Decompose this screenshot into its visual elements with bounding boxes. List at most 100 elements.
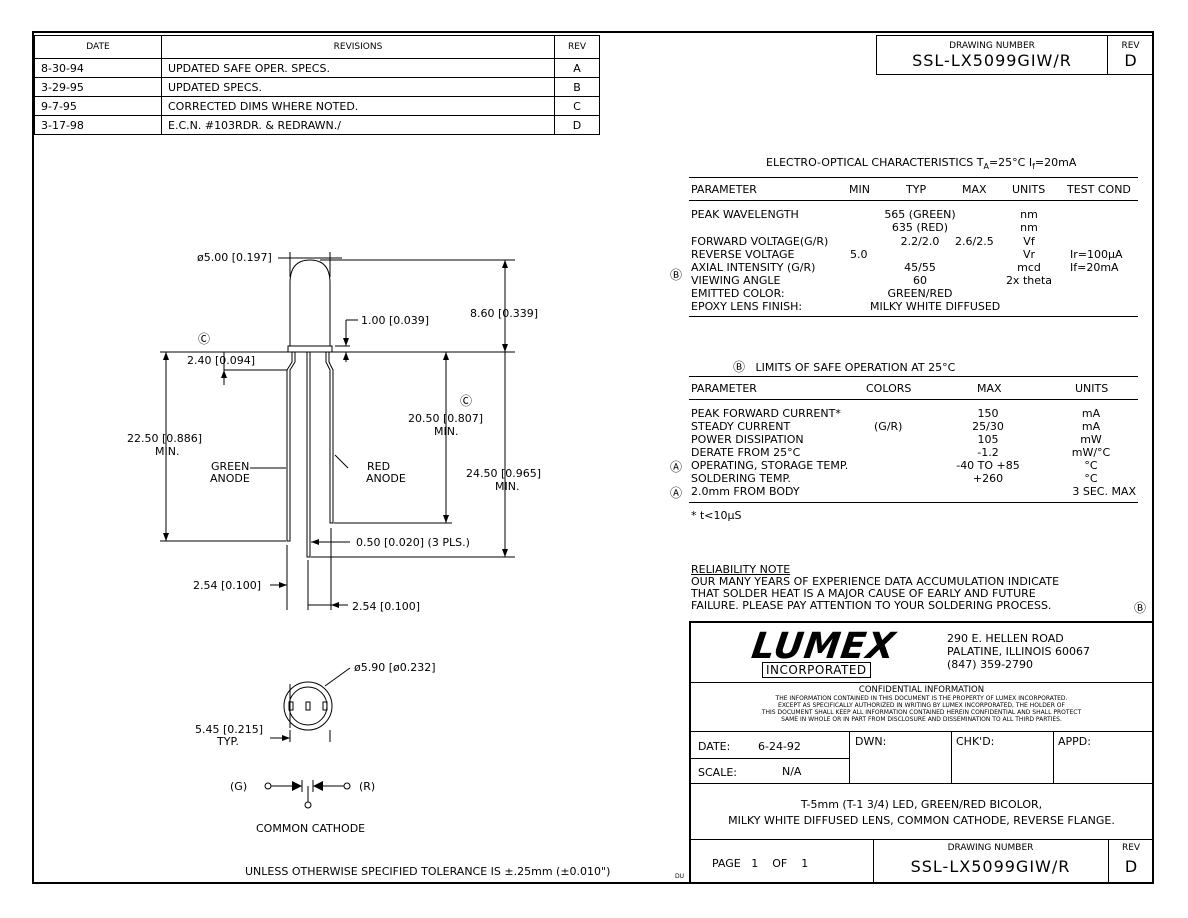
table-row: 9-7-95 CORRECTED DIMS WHERE NOTED. C <box>34 96 600 116</box>
dim-flat-typ: TYP. <box>217 735 239 748</box>
limits-h-param: PARAMETER <box>691 382 757 395</box>
schem-diode-g <box>292 781 302 791</box>
dim-flange: 1.00 [0.039] <box>361 314 430 327</box>
eo-cell-units: 2x theta <box>1005 274 1053 287</box>
titleblock-rule <box>951 731 952 783</box>
rev-date: 3-17-98 <box>34 115 162 135</box>
eo-cell-units: nm <box>1020 221 1038 234</box>
dim-overall-min: MIN. <box>495 480 520 493</box>
bottom-view-pin <box>288 701 294 711</box>
titleblock-rule <box>1053 731 1054 783</box>
limits-bottom-rule <box>689 502 1138 503</box>
titleblock-rule <box>689 839 1154 840</box>
eo-cell-cond: Ir=100μA <box>1070 248 1123 261</box>
label-green-anode: ANODE <box>210 472 250 485</box>
limits-cell-param: STEADY CURRENT <box>691 420 791 433</box>
titleblock-left-rule <box>689 621 691 884</box>
dim-arrow <box>221 370 227 378</box>
limits-cell-max: +260 <box>972 472 1004 485</box>
confidential-line: EXCEPT AS SPECIFICALLY AUTHORIZED IN WRI… <box>778 702 1065 709</box>
dim-arrow <box>343 352 349 360</box>
company-address-line: (847) 359-2790 <box>947 658 1034 671</box>
scale-label: SCALE: <box>698 766 737 779</box>
limits-h-units: UNITS <box>1075 382 1109 395</box>
limits-h-max: MAX <box>977 382 1002 395</box>
dim-arrow <box>279 582 287 588</box>
dim-arrow <box>163 352 169 360</box>
rev-desc: E.C.N. #103RDR. & REDRAWN./ <box>161 115 555 135</box>
green-lead <box>286 352 296 542</box>
top-rev-box <box>1107 35 1154 75</box>
confidential-line: SAME IN WHOLE OR IN PART FROM DISCLOSURE… <box>781 716 1062 723</box>
dim-lead-total: 22.50 [0.886] <box>127 432 203 445</box>
dwn-label: DWN: <box>855 735 887 748</box>
bottom-view-pin <box>322 701 328 711</box>
eo-cell-units: nm <box>1020 208 1038 221</box>
limits-cell-max: 105 <box>977 433 999 446</box>
company-address-line: 290 E. HELLEN ROAD <box>947 632 1064 645</box>
label-red: RED <box>367 460 391 473</box>
bottom-view-body <box>288 686 328 726</box>
date-value: 6-24-92 <box>758 740 801 753</box>
red-lead <box>325 352 334 524</box>
lumex-logo-sub: INCORPORATED <box>762 662 871 678</box>
limits-cell-param: OPERATING, STORAGE TEMP. <box>691 459 849 472</box>
label-green: GREEN <box>211 460 250 473</box>
eo-cell-param: AXIAL INTENSITY (G/R) <box>691 261 816 274</box>
dim-height: 8.60 [0.339] <box>470 307 539 320</box>
description-line: MILKY WHITE DIFFUSED LENS, COMMON CATHOD… <box>728 814 1115 827</box>
eo-cell-param: FORWARD VOLTAGE(G/R) <box>691 235 829 248</box>
limits-header-rule <box>689 399 1138 400</box>
limits-footnote: * t<10μS <box>691 509 742 522</box>
titleblock-rule <box>689 682 1154 683</box>
confidential-title: CONFIDENTIAL INFORMATION <box>858 685 985 695</box>
eo-h-min: MIN <box>849 183 870 196</box>
eo-h-max: MAX <box>962 183 987 196</box>
marker-c-2: ⒸC <box>460 394 473 408</box>
dim-arrow <box>311 539 319 545</box>
limits-cell-param: 2.0mm FROM BODY <box>691 485 800 498</box>
limits-cell-param: PEAK FORWARD CURRENT* <box>691 407 841 420</box>
dim-arrow <box>502 344 508 352</box>
reliability-line: THAT SOLDER HEAT IS A MAJOR CAUSE OF EAR… <box>691 587 1036 600</box>
table-row: 3-17-98 E.C.N. #103RDR. & REDRAWN./ D <box>34 115 600 135</box>
top-drawing-number: SSL-LX5099GIW/R <box>912 51 1072 70</box>
eo-cell-typ: MILKY WHITE DIFFUSED <box>870 300 1001 313</box>
eo-cell-typ: 635 (RED) <box>891 221 949 234</box>
rev-header-rev: REV <box>554 35 600 59</box>
limits-row-marker: ⒶA <box>670 460 683 474</box>
schem-label-common-cathode: COMMON CATHODE <box>256 822 366 835</box>
scale-value: N/A <box>782 765 802 778</box>
dim-arrow <box>443 352 449 360</box>
schem-label-g: (G) <box>230 780 248 793</box>
limits-cell-param: SOLDERING TEMP. <box>691 472 791 485</box>
limits-cell-max: 25/30 <box>972 420 1004 433</box>
schem-terminal-k <box>304 801 312 809</box>
drawing-number-label: DRAWING NUMBER <box>947 843 1034 853</box>
drafter-initials: DU <box>675 873 685 880</box>
top-drawing-number-label: DRAWING NUMBER <box>949 41 1035 51</box>
eo-top-rule <box>689 177 1138 178</box>
confidential-line: THE INFORMATION CONTAINED IN THIS DOCUME… <box>775 695 1068 702</box>
eo-cell-param: VIEWING ANGLE <box>691 274 781 287</box>
company-address-line: PALATINE, ILLINOIS 60067 <box>947 645 1090 658</box>
dim-overall: 24.50 [0.965] <box>466 467 542 480</box>
confidential-line: THIS DOCUMENT SHALL KEEP ALL INFORMATION… <box>761 709 1082 716</box>
dim-flange-diameter: ø5.90 [ø0.232] <box>354 661 436 674</box>
eo-h-typ: TYP <box>906 183 927 196</box>
reliability-title: RELIABILITY NOTE <box>691 563 791 576</box>
limits-cell-units: mA <box>1081 420 1101 433</box>
rev-desc: UPDATED SAFE OPER. SPECS. <box>161 58 555 78</box>
reliability-line: OUR MANY YEARS OF EXPERIENCE DATA ACCUMU… <box>691 575 1060 588</box>
eo-bottom-rule <box>689 316 1138 317</box>
dim-lead-total-min: MIN. <box>155 445 180 458</box>
limits-top-rule <box>689 376 1138 377</box>
eo-cell-units: Vr <box>1022 248 1036 261</box>
eo-title: ELECTRO-OPTICAL CHARACTERISTICS TA=25°C … <box>766 156 1077 172</box>
rev-label: REV <box>1121 843 1141 853</box>
drawing-border <box>32 31 1154 884</box>
dim-pitch-1: 2.54 [0.100] <box>193 579 262 592</box>
eo-cell-max: 2.6/2.5 <box>955 235 994 248</box>
eo-cell-units: Vf <box>1023 235 1035 248</box>
